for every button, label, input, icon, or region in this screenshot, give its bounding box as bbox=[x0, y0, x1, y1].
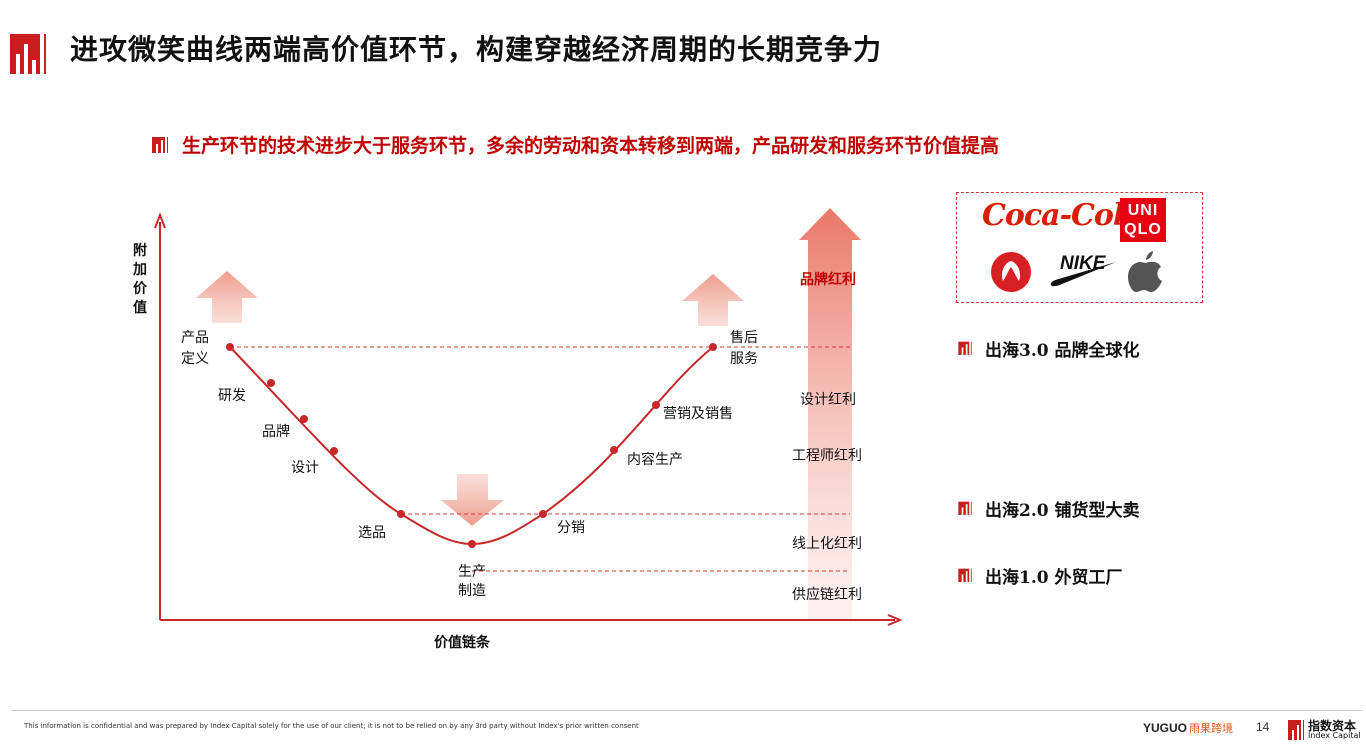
bonus-online: 线上化红利 bbox=[792, 536, 862, 552]
company-name-cn: 指数资本 bbox=[1308, 719, 1357, 733]
stage-1: 出海1.0 外贸工厂 bbox=[985, 568, 1123, 588]
bonus-brand: 品牌红利 bbox=[800, 272, 856, 288]
nike-swoosh-icon bbox=[1050, 262, 1116, 287]
label-rnd: 研发 bbox=[218, 388, 246, 404]
coca-cola-logo: Coca-Cola bbox=[982, 198, 1143, 233]
point-after-sales bbox=[709, 343, 717, 351]
point-distribution bbox=[539, 510, 547, 518]
page-title: 进攻微笑曲线两端高价值环节，构建穿越经济周期的长期竞争力 bbox=[70, 33, 883, 66]
index-capital-logo-icon bbox=[10, 30, 46, 74]
point-marketing bbox=[652, 401, 660, 409]
label-after-sales-2: 服务 bbox=[730, 351, 758, 367]
uniqlo-logo: UNI QLO bbox=[1120, 198, 1166, 242]
label-manufacturing-1: 生产 bbox=[458, 564, 486, 580]
point-rnd bbox=[267, 379, 275, 387]
nike-logo: NIKE bbox=[1060, 253, 1106, 274]
bonus-supply-chain: 供应链红利 bbox=[792, 587, 862, 603]
label-manufacturing-2: 制造 bbox=[458, 583, 486, 599]
point-selection bbox=[397, 510, 405, 518]
label-selection: 选品 bbox=[358, 525, 386, 541]
label-brand: 品牌 bbox=[262, 424, 290, 440]
yuguo-name: YUGUO bbox=[1143, 721, 1188, 735]
label-product-definition-2: 定义 bbox=[181, 351, 209, 367]
label-content: 内容生产 bbox=[627, 452, 683, 468]
subtitle-bullet-icon bbox=[152, 135, 168, 153]
x-axis-label: 价值链条 bbox=[434, 635, 490, 651]
yuguo-cn: 雨果跨境 bbox=[1189, 723, 1234, 735]
apple-icon bbox=[1128, 251, 1162, 292]
stage-2: 出海2.0 铺货型大卖 bbox=[985, 501, 1140, 521]
footer-disclaimer: This information is confidential and was… bbox=[24, 722, 639, 730]
bonus-engineer: 工程师红利 bbox=[792, 448, 862, 464]
label-distribution: 分销 bbox=[557, 520, 585, 536]
index-capital-footer-icon bbox=[1288, 718, 1304, 740]
point-manufacturing bbox=[468, 540, 476, 548]
footer-divider bbox=[12, 710, 1362, 711]
stage-3: 出海3.0 品牌全球化 bbox=[985, 341, 1140, 361]
lululemon-icon bbox=[991, 252, 1031, 292]
stage-3-bullet-icon bbox=[958, 340, 972, 355]
page-number: 14 bbox=[1256, 720, 1270, 734]
point-brand bbox=[300, 415, 308, 423]
company-name-en: Index Capital bbox=[1308, 731, 1361, 740]
subtitle: 生产环节的技术进步大于服务环节，多余的劳动和资本转移到两端，产品研发和服务环节价… bbox=[182, 135, 1000, 157]
up-arrow-right bbox=[682, 274, 744, 326]
label-product-definition-1: 产品 bbox=[181, 330, 209, 346]
label-design: 设计 bbox=[291, 460, 319, 476]
up-arrow-left bbox=[196, 271, 258, 323]
brand-logos-box bbox=[956, 192, 1203, 303]
point-design bbox=[330, 447, 338, 455]
label-after-sales-1: 售后 bbox=[730, 330, 758, 346]
uniqlo-line-1: UNI bbox=[1127, 202, 1159, 219]
stage-1-bullet-icon bbox=[958, 567, 972, 582]
down-arrow-center bbox=[441, 474, 504, 526]
uniqlo-line-2: QLO bbox=[1124, 221, 1162, 238]
y-axis-label: 附加价值 bbox=[133, 243, 147, 316]
stage-2-bullet-icon bbox=[958, 500, 972, 515]
bonus-arrow bbox=[799, 208, 861, 620]
label-marketing: 营销及销售 bbox=[663, 406, 733, 422]
bonus-design: 设计红利 bbox=[800, 392, 856, 408]
point-product-definition bbox=[226, 343, 234, 351]
point-content bbox=[610, 446, 618, 454]
